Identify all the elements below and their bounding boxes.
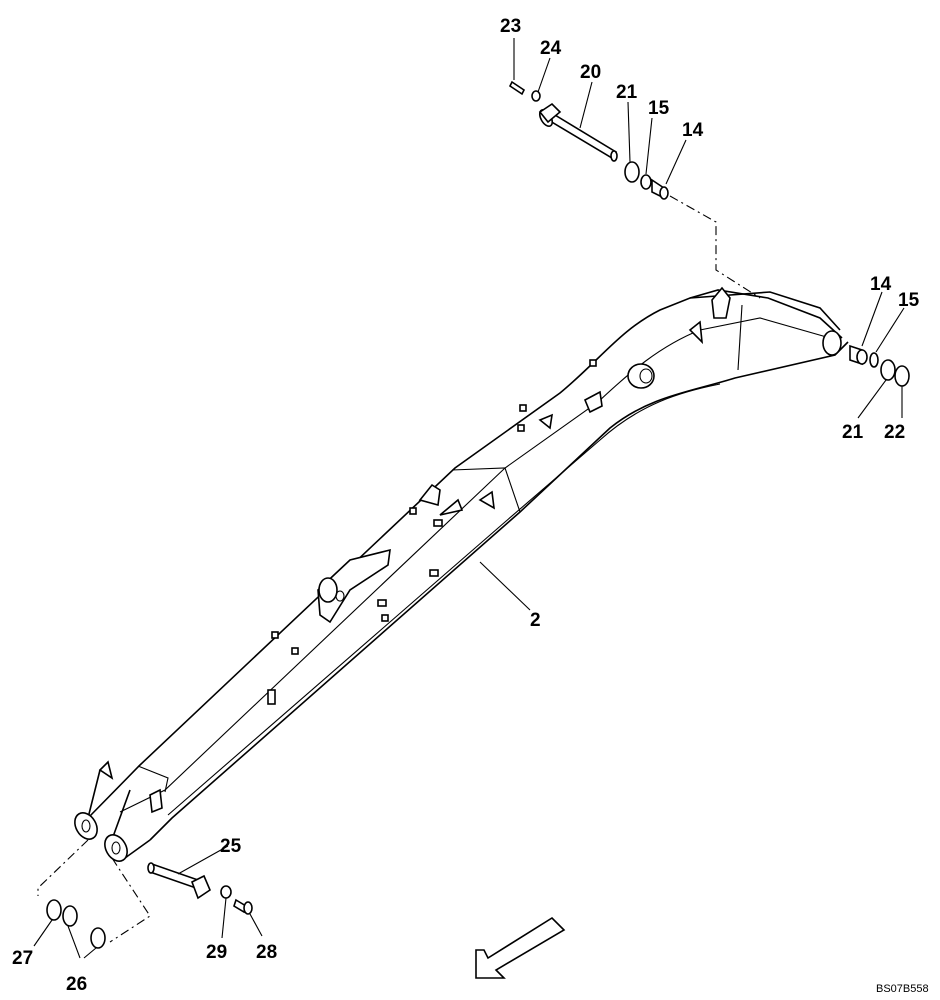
label-14-right: 14 bbox=[870, 274, 892, 295]
part-labels: 23 24 20 21 15 14 14 15 21 22 2 25 29 28… bbox=[12, 16, 920, 995]
label-20: 20 bbox=[580, 62, 601, 83]
label-21-top: 21 bbox=[616, 82, 638, 103]
leader-lines bbox=[33, 38, 905, 959]
label-21-right: 21 bbox=[842, 422, 864, 443]
drawing-code: BS07B558 bbox=[876, 983, 929, 995]
foot-pin-assembly bbox=[37, 839, 253, 949]
label-15-right: 15 bbox=[898, 290, 920, 311]
label-26: 26 bbox=[66, 974, 87, 995]
top-pin-assembly bbox=[508, 80, 761, 299]
label-27: 27 bbox=[12, 948, 33, 969]
boom-arm bbox=[74, 286, 849, 862]
front-direction-arrow bbox=[475, 916, 566, 979]
label-14-top: 14 bbox=[682, 120, 704, 141]
label-24: 24 bbox=[540, 38, 562, 59]
label-23: 23 bbox=[500, 16, 521, 37]
head-parts bbox=[849, 344, 910, 387]
label-2: 2 bbox=[530, 610, 541, 631]
label-29: 29 bbox=[206, 942, 227, 963]
label-25: 25 bbox=[220, 836, 242, 857]
label-28: 28 bbox=[256, 942, 277, 963]
label-15-top: 15 bbox=[648, 98, 670, 119]
label-22: 22 bbox=[884, 422, 905, 443]
